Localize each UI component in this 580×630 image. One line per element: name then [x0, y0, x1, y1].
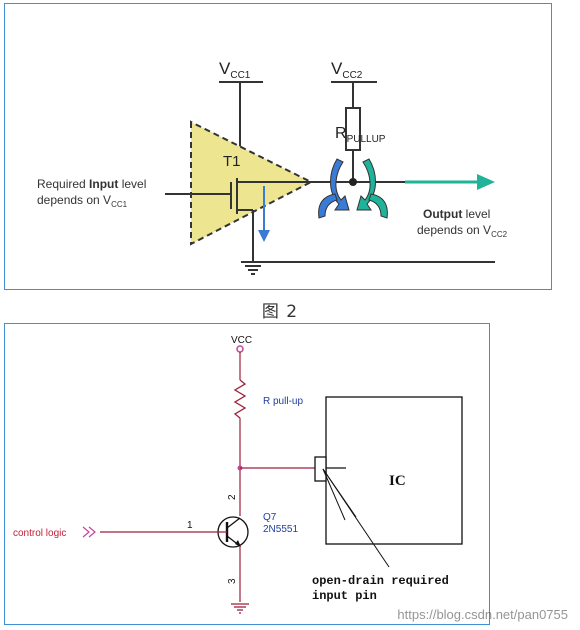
vcc2-label: VCC2: [331, 59, 363, 81]
note-line1: open-drain required: [312, 574, 449, 588]
rpullup-label: RPULLUP: [335, 125, 386, 145]
q7-part-label: 2N5551: [263, 524, 298, 535]
ic-input-pin: [314, 456, 327, 482]
watermark: https://blog.csdn.net/pan0755: [397, 607, 568, 622]
input-note-line2: depends on VCC1: [37, 193, 128, 209]
pin3-label: 3: [227, 578, 238, 584]
source-current-teal-arrow: [356, 158, 376, 211]
note-line2: input pin: [312, 589, 377, 603]
pin1-label: 1: [187, 520, 193, 531]
output-junction: [349, 178, 357, 186]
figure-caption: 图 2: [261, 302, 299, 322]
output-note-line2: depends on VCC2: [417, 223, 508, 239]
vcc-terminal: [236, 345, 244, 353]
pullup-resistor-symbol: [233, 379, 247, 419]
figure-1-panel: VCC1 VCC2 RPULLUP T1 Required Input leve…: [4, 3, 552, 290]
resistor-label: R pull-up: [263, 396, 303, 407]
q7-name-label: Q7: [263, 512, 277, 523]
ic-label: IC: [389, 473, 406, 489]
figure-2-schematic: VCC R pull-up 2 3 1 control logic Q7 2N5…: [13, 335, 463, 614]
output-note-line1: Output level: [423, 207, 490, 221]
pin2-label: 2: [227, 494, 238, 500]
ic-box: [325, 396, 463, 545]
figure-1-diagram: VCC1 VCC2 RPULLUP T1 Required Input leve…: [37, 59, 508, 275]
vcc1-label: VCC1: [219, 59, 251, 81]
t1-label: T1: [223, 153, 241, 170]
q7-emitter-arrow: [235, 540, 241, 547]
input-note-line1: Required Input level: [37, 177, 146, 191]
figure-2-panel: VCC R pull-up 2 3 1 control logic Q7 2N5…: [4, 323, 490, 625]
sink-current-blue-arrow: [330, 158, 350, 211]
control-logic-label: control logic: [13, 528, 66, 539]
vcc-label: VCC: [231, 335, 252, 346]
control-port-symbol: [82, 526, 90, 538]
